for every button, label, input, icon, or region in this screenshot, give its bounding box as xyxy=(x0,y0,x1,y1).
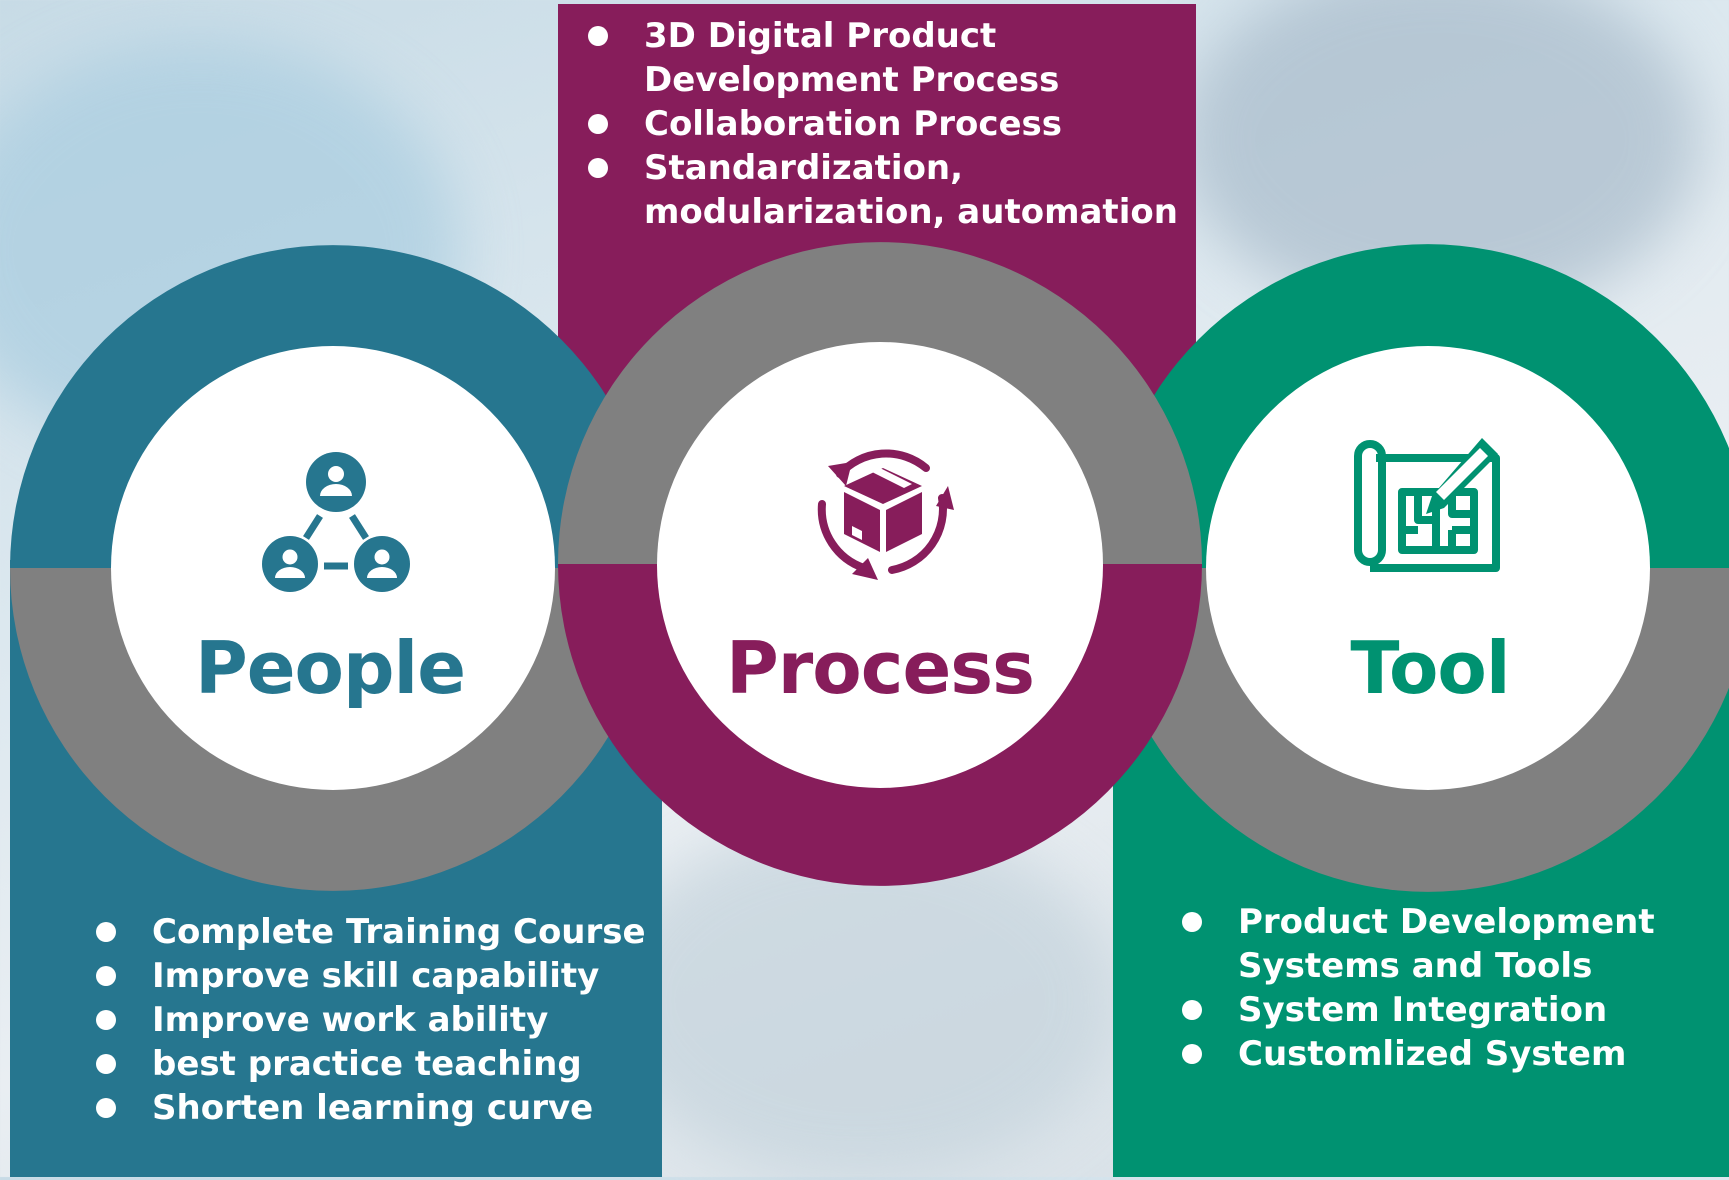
blueprint-pencil-icon xyxy=(1352,434,1504,572)
list-item: Shorten learning curve xyxy=(94,1086,654,1130)
list-item: 3D Digital Product Development Process xyxy=(586,14,1186,102)
list-item: Customlized System xyxy=(1180,1032,1700,1076)
box-cycle-icon xyxy=(808,434,958,580)
list-item: Product Development Systems and Tools xyxy=(1180,900,1700,988)
list-item: best practice teaching xyxy=(94,1042,654,1086)
list-item: Complete Training Course xyxy=(94,910,654,954)
list-item: Improve skill capability xyxy=(94,954,654,998)
list-item: Improve work ability xyxy=(94,998,654,1042)
people-title: People xyxy=(194,626,466,710)
people-bullet-list: Complete Training Course Improve skill c… xyxy=(94,910,654,1130)
tool-bullet-list: Product Development Systems and Tools Sy… xyxy=(1180,900,1700,1076)
list-item: Standardization, modularization, automat… xyxy=(586,146,1186,234)
list-item: System Integration xyxy=(1180,988,1700,1032)
process-bullet-list: 3D Digital Product Development Process C… xyxy=(586,14,1186,234)
process-inner-disc xyxy=(657,342,1103,788)
list-item: Collaboration Process xyxy=(586,102,1186,146)
tool-title: Tool xyxy=(1350,626,1510,710)
people-network-icon xyxy=(262,450,410,594)
process-title: Process xyxy=(726,626,1035,710)
